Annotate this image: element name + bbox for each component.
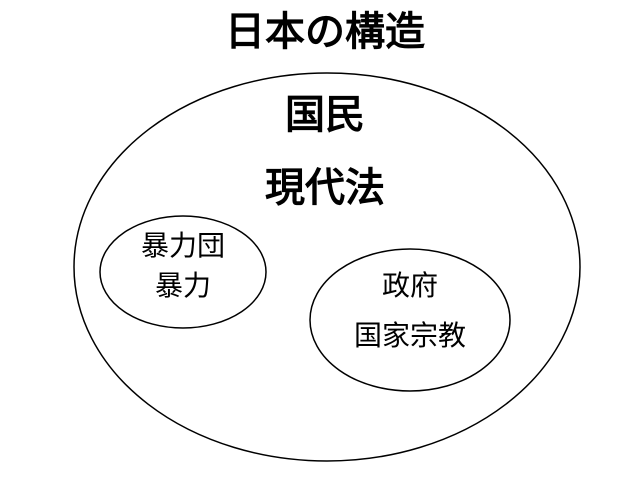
right-inner-label-2: 国家宗教 — [353, 319, 466, 352]
outer-label-2: 現代法 — [265, 165, 385, 211]
left-inner-ellipse — [99, 215, 267, 329]
right-inner-label-1: 政府 — [381, 269, 438, 302]
diagram-title: 日本の構造 — [225, 9, 425, 55]
right-inner-ellipse — [309, 248, 511, 392]
left-inner-label-1: 暴力団 — [140, 229, 225, 262]
outer-label-1: 国民 — [285, 92, 365, 138]
outer-ellipse — [73, 72, 581, 462]
left-inner-label-2: 暴力 — [154, 269, 211, 302]
